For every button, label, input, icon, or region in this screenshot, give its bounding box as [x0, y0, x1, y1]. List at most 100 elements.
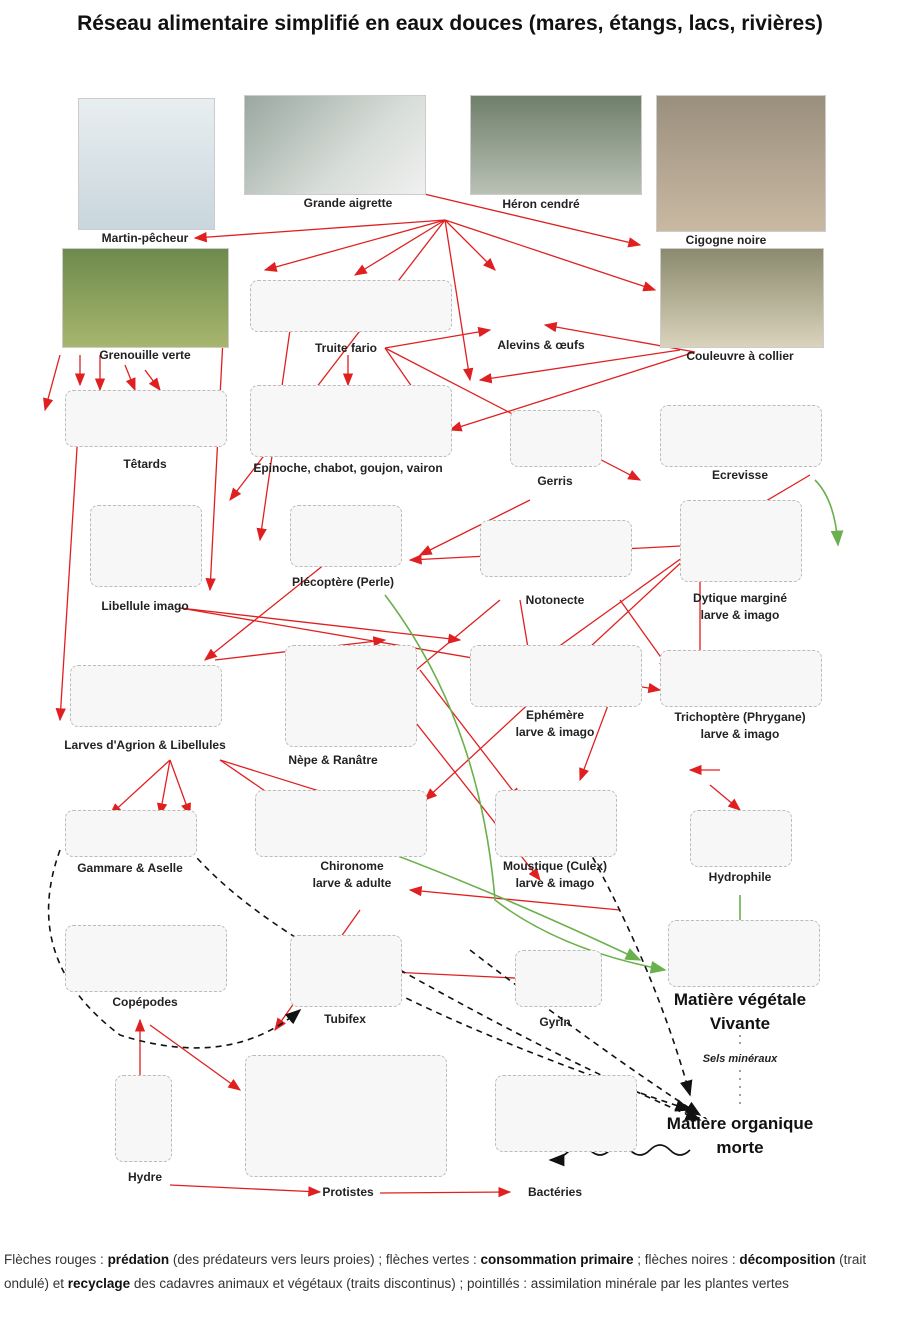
predation-arrow	[156, 759, 171, 817]
moustique-drawing	[495, 790, 617, 857]
label-gerris: Gerris	[537, 474, 573, 488]
predation-arrow	[144, 369, 161, 392]
predation-arrow	[538, 544, 701, 661]
legend-text: ; flèches noires :	[633, 1252, 740, 1267]
label-tubifex: Tubifex	[324, 1012, 366, 1026]
notonecte-drawing	[480, 520, 632, 577]
legend-recyclage: recyclage	[67, 1276, 131, 1291]
label-hydre: Hydre	[127, 1170, 163, 1184]
predation-arrow	[709, 784, 741, 811]
label-moustique-line2: larve & imago	[515, 876, 595, 890]
label-tetards: Têtards	[123, 457, 167, 471]
label-sels-mineraux: Sels minéraux	[702, 1053, 778, 1065]
predation-arrow	[124, 364, 136, 392]
ephemere-drawing	[470, 645, 642, 707]
hydrophile-drawing	[690, 810, 792, 867]
gammare-drawing	[65, 810, 197, 857]
copepodes-drawing	[65, 925, 227, 992]
predation-arrow	[444, 219, 474, 382]
grenouille-verte-photo	[62, 248, 229, 348]
label-gyrin: Gyrin	[539, 1015, 571, 1029]
grande-aigrette-photo	[244, 95, 426, 195]
predation-arrow	[229, 219, 446, 502]
label-copepodes: Copépodes	[112, 995, 178, 1009]
predation-arrow	[193, 219, 446, 243]
predation-arrow	[419, 192, 642, 248]
predation-arrow	[43, 354, 61, 412]
label-alevins: Alevins & œufs	[497, 338, 585, 352]
label-cigogne-noire: Cigogne noire	[685, 233, 767, 247]
label-dytique: Dytique marginé larve & imago	[693, 590, 787, 624]
predation-arrow	[478, 349, 681, 384]
label-agrion: Larves d'Agrion & Libellules	[64, 738, 226, 752]
recycling-arrow	[47, 849, 302, 1049]
heron-cendre-photo	[470, 95, 642, 195]
label-chironome-line2: larve & adulte	[312, 876, 392, 890]
predation-arrow	[353, 219, 446, 276]
nepe-drawing	[285, 645, 417, 747]
predation-arrow	[418, 499, 531, 556]
predation-arrow	[408, 885, 621, 911]
legend-text: Flèches rouges :	[4, 1252, 108, 1267]
label-plecoptere: Plécoptère (Perle)	[291, 575, 395, 589]
protistes-drawing	[245, 1055, 447, 1177]
label-protistes: Protistes	[322, 1185, 374, 1199]
tubifex-drawing	[290, 935, 402, 1007]
label-grenouille-verte: Grenouille verte	[99, 348, 191, 362]
chironome-drawing	[255, 790, 427, 857]
label-moustique-line1: Moustique (Culex)	[503, 859, 607, 873]
label-trichoptere-line1: Trichoptère (Phrygane)	[674, 710, 806, 724]
label-organique-line2: morte	[716, 1138, 764, 1157]
predation-arrow	[203, 559, 331, 661]
tetards-drawing	[65, 390, 227, 447]
legend-decomposition: décomposition	[739, 1252, 836, 1267]
trichoptere-drawing	[660, 650, 822, 707]
label-hydrophile: Hydrophile	[708, 870, 772, 884]
bacteries-drawing	[495, 1075, 637, 1152]
predation-arrow	[444, 219, 496, 271]
plecoptere-drawing	[290, 505, 402, 567]
label-dytique-line2: larve & imago	[700, 608, 780, 622]
label-libellule: Libellule imago	[101, 599, 189, 613]
predation-arrow	[169, 759, 191, 817]
label-moustique: Moustique (Culex) larve & imago	[503, 858, 607, 892]
libellule-drawing	[90, 505, 202, 587]
predation-arrow	[384, 326, 492, 349]
cigogne-noire-photo	[656, 95, 826, 232]
couleuvre-photo	[660, 248, 824, 348]
label-trichoptere-line2: larve & imago	[700, 727, 780, 741]
label-grande-aigrette: Grande aigrette	[303, 196, 393, 210]
label-notonecte: Notonecte	[525, 593, 585, 607]
legend-text: des cadavres animaux et végétaux (traits…	[130, 1276, 789, 1291]
poissons-drawing	[250, 385, 452, 457]
legend: Flèches rouges : prédation (des prédateu…	[4, 1248, 884, 1296]
predation-arrow	[419, 669, 521, 802]
predation-arrow	[444, 219, 657, 292]
gyrin-drawing	[515, 950, 602, 1007]
page-title: Réseau alimentaire simplifié en eaux dou…	[77, 12, 823, 35]
label-nepe: Nèpe & Ranâtre	[288, 753, 378, 767]
label-epinoche: Epinoche, chabot, goujon, vairon	[253, 461, 443, 475]
label-vegetale-line1: Matière végétale	[673, 990, 807, 1009]
predation-arrow	[448, 351, 696, 432]
recycling-arrow	[399, 969, 702, 1121]
label-ephemere-line1: Ephémère	[525, 708, 585, 722]
label-trichoptere: Trichoptère (Phrygane) larve & imago	[674, 709, 805, 743]
label-heron-cendre: Héron cendré	[502, 197, 580, 211]
label-truite-fario: Truite fario	[314, 341, 378, 355]
predation-arrow	[109, 759, 171, 816]
truite-drawing	[250, 280, 452, 332]
predation-arrow	[379, 1186, 512, 1198]
legend-predation: prédation	[107, 1252, 170, 1267]
legend-primary: consommation primaire	[480, 1252, 634, 1267]
martin-pecheur-photo	[78, 98, 215, 230]
label-dytique-line1: Dytique marginé	[692, 591, 788, 605]
predation-arrow	[179, 607, 462, 644]
label-couleuvre: Couleuvre à collier	[686, 349, 794, 363]
agrion-drawing	[70, 665, 222, 727]
